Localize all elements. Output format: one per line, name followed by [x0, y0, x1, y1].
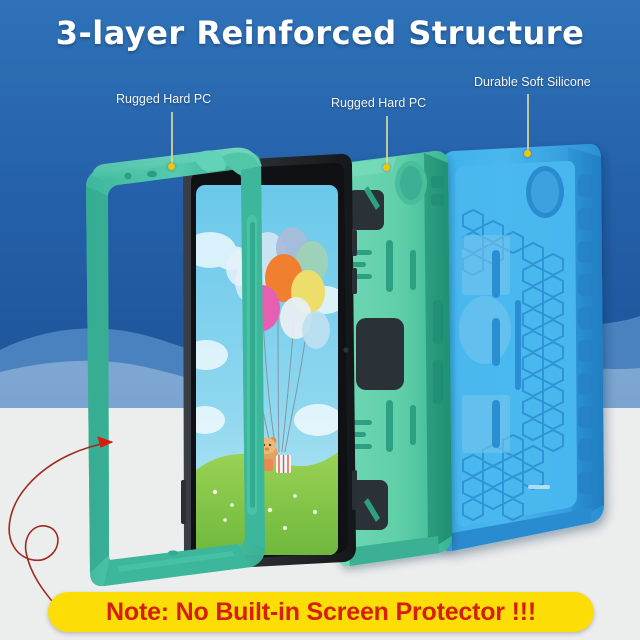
- callout-dot-3: [524, 150, 531, 157]
- tablet-device: [181, 153, 357, 571]
- back-hard-shell: [337, 150, 452, 567]
- callout-line-1: [171, 112, 173, 164]
- callout-line-2: [386, 116, 388, 166]
- callout-line-3: [527, 94, 529, 152]
- silicone-outer-case: [439, 143, 604, 552]
- callout-durable-soft-silicone-label: Durable Soft Silicone: [474, 75, 591, 89]
- callout-dot-1: [168, 163, 175, 170]
- note-banner-text: Note: No Built-in Screen Protector !!!: [106, 597, 536, 626]
- callout-dot-2: [383, 164, 390, 171]
- callout-rugged-hard-pc-front-label: Rugged Hard PC: [116, 92, 212, 106]
- callout-rugged-hard-pc-back-label: Rugged Hard PC: [331, 96, 427, 110]
- page-title: 3-layer Reinforced Structure: [55, 14, 585, 52]
- note-banner: Note: No Built-in Screen Protector !!!: [48, 592, 594, 632]
